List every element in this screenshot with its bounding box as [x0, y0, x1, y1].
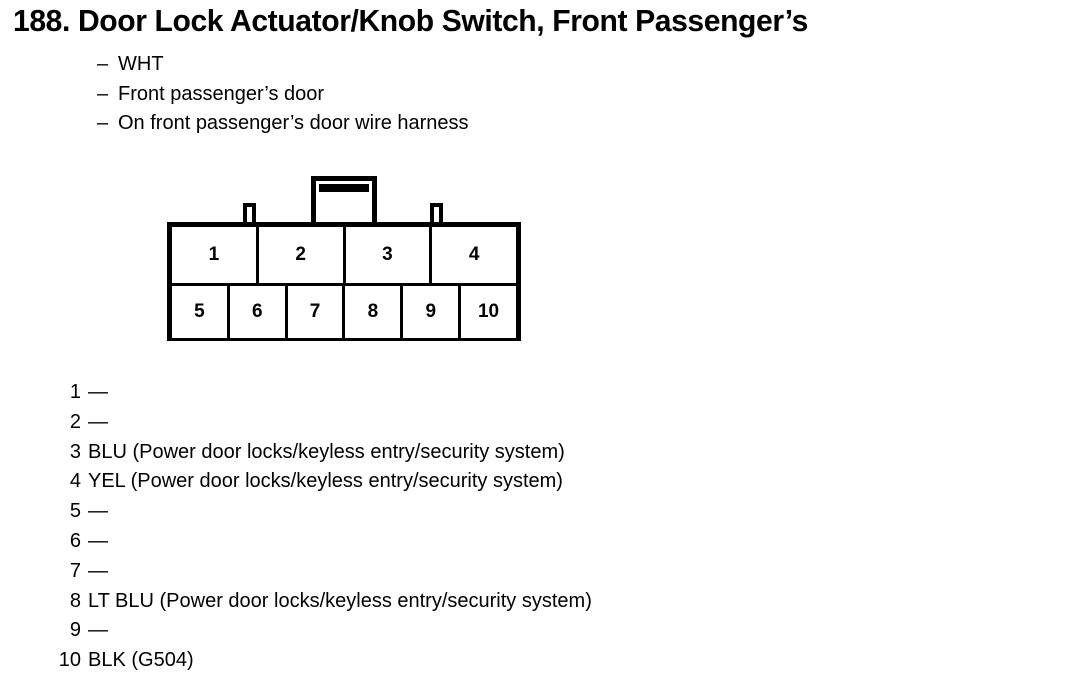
page-title: 188. Door Lock Actuator/Knob Switch, Fro… — [13, 3, 808, 38]
pin-number: 3 — [69, 440, 81, 463]
pin-description: — — [88, 381, 108, 403]
connector-latch-tab — [311, 176, 377, 226]
pin-list-item: 5— — [0, 497, 1088, 527]
pin-number: 7 — [69, 559, 81, 582]
pin-list-item: 6— — [0, 527, 1088, 557]
pin-description: LT BLU (Power door locks/keyless entry/s… — [88, 589, 592, 612]
pin-number: 10 — [58, 649, 81, 672]
subheader-list: –WHT –Front passenger’s door –On front p… — [97, 50, 469, 139]
connector-pin-cell: 10 — [461, 286, 516, 338]
dash-marker: – — [97, 53, 109, 75]
dash-marker: – — [97, 112, 109, 134]
connector-row-bottom: 5 6 7 8 9 10 — [172, 286, 516, 338]
pin-list-item: 2— — [0, 408, 1088, 438]
connector-pin-cell: 7 — [287, 286, 346, 338]
dash-marker: – — [97, 82, 109, 105]
connector-pin-cell: 8 — [345, 286, 404, 338]
connector-pin-cell: 9 — [403, 286, 462, 338]
connector-row-top: 1 2 3 4 — [172, 227, 516, 286]
pin-description: BLU (Power door locks/keyless entry/secu… — [88, 440, 565, 463]
pin-number: 1 — [69, 381, 81, 403]
pin-description: — — [88, 500, 108, 523]
pin-list-item: 10 BLK (G504) — [0, 646, 1088, 676]
pin-list-item: 9— — [0, 616, 1088, 646]
pin-description: — — [88, 619, 108, 642]
connector-diagram: 1 2 3 4 5 6 7 8 9 10 — [167, 176, 523, 344]
connector-pin-cell: 1 — [172, 227, 259, 283]
pin-list-item: 3 BLU (Power door locks/keyless entry/sec… — [0, 438, 1088, 468]
pin-number: 4 — [69, 470, 81, 493]
pin-number: 2 — [69, 410, 81, 433]
pin-description: — — [88, 559, 108, 582]
subheader-line: –Front passenger’s door — [97, 80, 469, 110]
connector-notch-left — [243, 203, 256, 227]
connector-pin-cell: 5 — [172, 286, 230, 338]
subheader-line-text: WHT — [118, 53, 164, 75]
pin-description: — — [88, 410, 108, 433]
connector-pin-cell: 4 — [432, 227, 516, 283]
subheader-line: –WHT — [97, 50, 469, 80]
pin-description: YEL (Power door locks/keyless entry/secu… — [88, 470, 563, 493]
connector-body: 1 2 3 4 5 6 7 8 9 10 — [167, 222, 521, 341]
pin-number: 8 — [69, 589, 81, 612]
pin-description: — — [88, 529, 108, 552]
pin-number: 5 — [69, 500, 81, 523]
latch-slot — [319, 184, 369, 192]
connector-pin-cell: 6 — [229, 286, 288, 338]
pin-list-item: 1— — [0, 378, 1088, 408]
subheader-line: –On front passenger’s door wire harness — [97, 109, 469, 139]
connector-notch-right — [430, 203, 443, 227]
pin-number: 9 — [69, 619, 81, 642]
subheader-line-text: On front passenger’s door wire harness — [118, 112, 469, 134]
pin-list-item: 8 LT BLU (Power door locks/keyless entry/… — [0, 587, 1088, 617]
pin-description: BLK (G504) — [88, 649, 194, 672]
pin-list-item: 4 YEL (Power door locks/keyless entry/sec… — [0, 467, 1088, 497]
connector-pin-cell: 3 — [345, 227, 433, 283]
pin-list-item: 7— — [0, 557, 1088, 587]
connector-pin-cell: 2 — [258, 227, 346, 283]
pin-number: 6 — [69, 529, 81, 552]
subheader-line-text: Front passenger’s door — [118, 82, 325, 105]
